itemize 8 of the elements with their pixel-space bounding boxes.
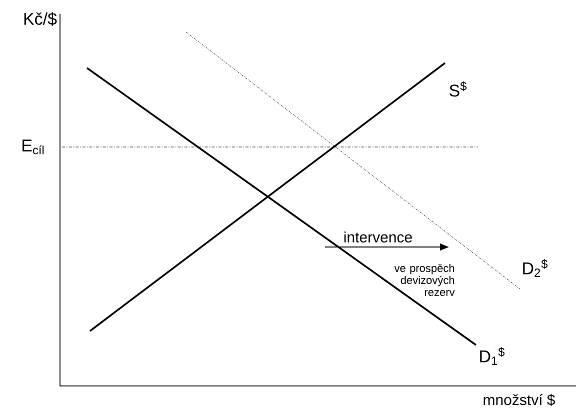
axis-label: E$_{cíl}$ [22,140,44,154]
arrow-label: intervence [344,231,412,242]
curve-label: D$_{1}$$ [480,347,505,365]
curve-label: D$_{2}$$ [523,259,548,277]
annotation-text: ve prospěch devizových rezerv [394,264,455,296]
axis-label: Kč/$ [24,12,57,26]
axis-label: množství $ [484,394,555,406]
curve-label: S$^{$}$ [450,81,467,97]
